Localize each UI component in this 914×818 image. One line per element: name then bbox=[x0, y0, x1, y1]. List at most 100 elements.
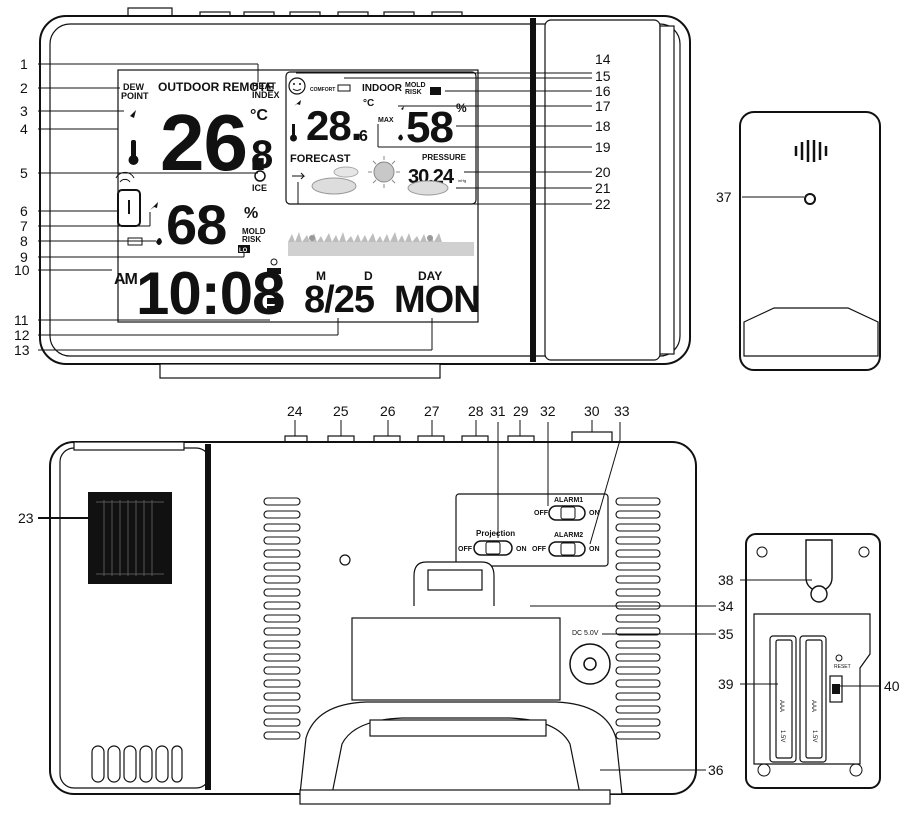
outdoor-temp-decimal: 8 bbox=[251, 133, 273, 177]
svg-text:ICE: ICE bbox=[252, 183, 267, 193]
pressure-unit: inHg bbox=[458, 178, 466, 183]
callout-30: 30 bbox=[584, 403, 600, 419]
pressure-label: PRESSURE bbox=[422, 153, 467, 162]
forecast-arrow-icon bbox=[292, 172, 306, 180]
outdoor-humidity-value: 68 bbox=[166, 193, 226, 256]
indoor-temp-unit: °C bbox=[363, 98, 374, 109]
indoor-temp-value: 28. bbox=[306, 102, 361, 149]
indoor-mold-label: MOLD bbox=[405, 82, 426, 89]
sun-icon bbox=[368, 156, 400, 188]
callout-7: 7 bbox=[20, 218, 28, 234]
weekday-value: MON bbox=[394, 279, 480, 321]
callout-numbers: 1 2 3 4 5 6 7 8 9 10 11 12 13 14 15 16 1… bbox=[14, 51, 900, 778]
alarm1-icon bbox=[267, 258, 281, 274]
callout-12: 12 bbox=[14, 327, 30, 343]
drop-icon bbox=[156, 238, 162, 245]
outdoor-remote-label: OUTDOOR REMOTE bbox=[158, 80, 274, 94]
callout-40: 40 bbox=[884, 678, 900, 694]
weekday-label: DAY bbox=[418, 269, 442, 283]
callout-19: 19 bbox=[595, 139, 611, 155]
callout-29: 29 bbox=[513, 403, 529, 419]
dew-point-label: DEW bbox=[123, 82, 145, 92]
projector-lens bbox=[88, 492, 172, 584]
forecast-label: FORECAST bbox=[290, 153, 351, 165]
battery-type-label-2: AAA bbox=[810, 700, 816, 712]
indoor-label: INDOOR bbox=[362, 83, 403, 94]
indoor-mold-label-2: RISK bbox=[405, 89, 422, 96]
callout-8: 8 bbox=[20, 233, 28, 249]
callout-31: 31 bbox=[490, 403, 506, 419]
callout-20: 20 bbox=[595, 164, 611, 180]
mold-risk-label-2: RISK bbox=[242, 235, 261, 244]
speaker-grille-icon bbox=[794, 140, 828, 162]
back-unit: ALARM1 OFF ON ALARM2 OFF ON Projection O… bbox=[49, 431, 697, 805]
callout-lines bbox=[38, 63, 880, 771]
indoor-trend-arrow-icon bbox=[294, 100, 301, 106]
callout-28: 28 bbox=[468, 403, 484, 419]
heat-index-label-2: INDEX bbox=[252, 90, 280, 100]
hum-trend-arrow-icon bbox=[150, 202, 158, 210]
callout-23: 23 bbox=[18, 510, 34, 526]
callout-9: 9 bbox=[20, 249, 28, 265]
alarm1-off-label: OFF bbox=[534, 510, 549, 517]
max-label: MAX bbox=[378, 117, 394, 124]
battery-type-label: AAA bbox=[778, 700, 784, 712]
humidity-unit: % bbox=[244, 205, 258, 222]
callout-27: 27 bbox=[424, 403, 440, 419]
projection-switch-label: Projection bbox=[476, 529, 515, 538]
callout-34: 34 bbox=[718, 598, 734, 614]
comfort-label: COMFORT bbox=[310, 87, 335, 93]
sensor-back: AAA AAA 1.5V 1.5V RESET bbox=[745, 533, 881, 789]
callout-37: 37 bbox=[716, 189, 732, 205]
callout-17: 17 bbox=[595, 98, 611, 114]
callout-18: 18 bbox=[595, 118, 611, 134]
front-foot bbox=[159, 363, 441, 379]
callout-5: 5 bbox=[20, 165, 28, 181]
indoor-lo-badge bbox=[430, 87, 441, 95]
mold-risk-label: MOLD bbox=[242, 227, 266, 236]
front-unit: DEW POINT OUTDOOR REMOTE HEAT INDEX 26. … bbox=[39, 7, 691, 379]
indoor-battery-icon bbox=[337, 84, 351, 92]
temp-unit: °C bbox=[250, 107, 268, 124]
callout-39: 39 bbox=[718, 676, 734, 692]
callout-4: 4 bbox=[20, 121, 28, 137]
lo-badge bbox=[238, 245, 250, 253]
indoor-temp-decimal: 6 bbox=[359, 128, 368, 145]
reset-label: RESET bbox=[834, 664, 851, 670]
battery-voltage-label: 1.5V bbox=[779, 730, 785, 742]
dc-jack[interactable] bbox=[569, 643, 611, 685]
dc-input-label: DC 5.0V bbox=[572, 630, 599, 637]
callout-25: 25 bbox=[333, 403, 349, 419]
projection-off-label: OFF bbox=[458, 546, 473, 553]
projector-side bbox=[659, 25, 675, 355]
callout-33: 33 bbox=[614, 403, 630, 419]
wall-hanging-slot bbox=[805, 539, 833, 592]
projector-divider bbox=[530, 18, 536, 362]
callout-32: 32 bbox=[540, 403, 556, 419]
callout-6: 6 bbox=[20, 203, 28, 219]
callout-15: 15 bbox=[595, 68, 611, 84]
date-value: 8/25 bbox=[304, 279, 375, 321]
dew-point-label-2: POINT bbox=[121, 91, 149, 101]
callout-21: 21 bbox=[595, 180, 611, 196]
outdoor-temp-value: 26. bbox=[160, 98, 268, 187]
thermometer-icon bbox=[128, 140, 139, 165]
alarm1-switch-label: ALARM1 bbox=[554, 497, 583, 504]
comfort-face-icon bbox=[288, 77, 306, 95]
sensor-led bbox=[804, 193, 816, 205]
lo-text: LO bbox=[239, 248, 248, 254]
left-vents bbox=[263, 497, 301, 740]
am-indicator: AM bbox=[114, 271, 138, 288]
day-label: D bbox=[364, 269, 373, 283]
grass-strip bbox=[288, 232, 474, 256]
alarm1-on-label: ON bbox=[589, 510, 600, 517]
indoor-thermometer-icon bbox=[290, 124, 297, 142]
cloud-icon-2 bbox=[407, 180, 449, 196]
indoor-humidity-unit: % bbox=[456, 101, 467, 115]
callout-10: 10 bbox=[14, 262, 30, 278]
battery-door[interactable] bbox=[351, 617, 561, 701]
callout-26: 26 bbox=[380, 403, 396, 419]
alarm2-on-label: ON bbox=[589, 546, 600, 553]
callout-14: 14 bbox=[595, 51, 611, 67]
